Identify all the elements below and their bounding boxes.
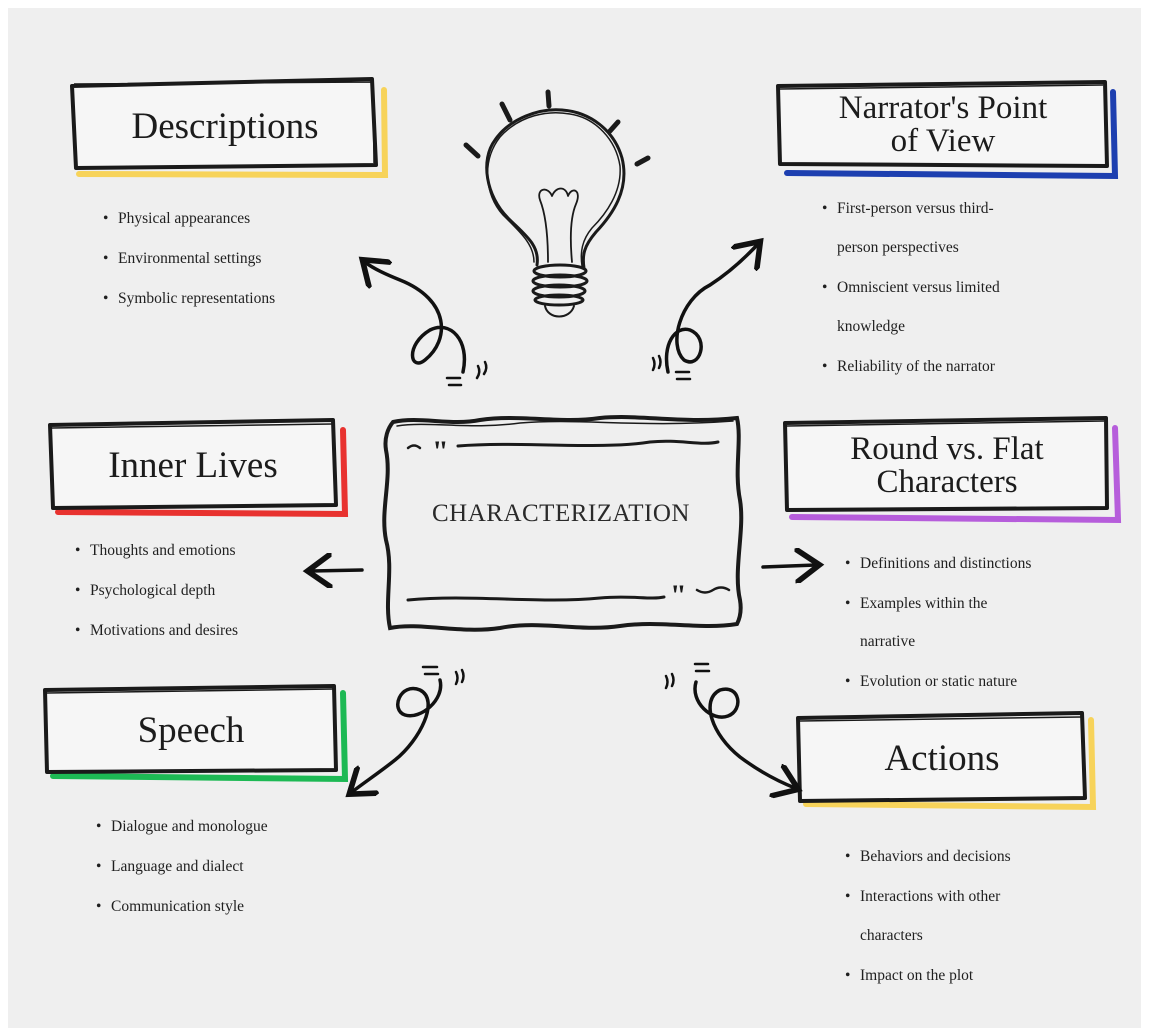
center-label: CHARACTERIZATION xyxy=(432,500,690,527)
list-item: Thoughts and emotions xyxy=(75,542,238,582)
round-flat-box xyxy=(783,416,1122,524)
list-item: Communication style xyxy=(96,898,268,938)
arrow-to-inner-lives xyxy=(311,570,364,571)
list-item: Reliability of the narrator xyxy=(822,358,1000,398)
list-item-continuation: narrative xyxy=(860,633,916,650)
narrator-title-line1: Narrator's Point xyxy=(838,90,1048,126)
actions-list: Behaviors and decisions Interactions wit… xyxy=(845,848,1011,1007)
list-item: Examples within the xyxy=(845,595,1031,633)
arrow-to-descriptions xyxy=(365,262,467,374)
round-flat-title-line1: Round vs. Flat xyxy=(850,431,1044,467)
svg-text:": " xyxy=(670,579,687,612)
narrator-list: First-person versus third- person perspe… xyxy=(822,200,1000,398)
round-flat-list: Definitions and distinctions Examples wi… xyxy=(845,555,1031,713)
motion-tick-marks xyxy=(421,354,711,690)
speech-list: Dialogue and monologue Language and dial… xyxy=(96,818,268,938)
speech-title: Speech xyxy=(137,709,245,751)
list-item: Motivations and desires xyxy=(75,622,238,662)
inner-lives-title: Inner Lives xyxy=(108,444,278,486)
arrow-to-actions xyxy=(693,680,795,788)
actions-box xyxy=(796,711,1097,811)
list-item: Evolution or static nature xyxy=(845,673,1031,713)
narrator-title: Narrator's Point of View xyxy=(780,86,1106,164)
list-item: First-person versus third- xyxy=(822,200,1000,239)
list-item: Impact on the plot xyxy=(845,967,1011,1007)
list-item-continuation: person perspectives xyxy=(837,239,959,256)
list-item: Environmental settings xyxy=(103,250,275,290)
list-item-continuation: knowledge xyxy=(837,318,906,335)
list-item: Physical appearances xyxy=(103,210,275,250)
arrow-to-round-flat xyxy=(761,565,816,567)
descriptions-box xyxy=(70,77,389,179)
actions-title: Actions xyxy=(884,737,1000,779)
descriptions-list: Physical appearances Environmental setti… xyxy=(103,210,275,330)
list-item: Behaviors and decisions xyxy=(845,848,1011,888)
list-item: Definitions and distinctions xyxy=(845,555,1031,595)
list-item: Symbolic representations xyxy=(103,290,275,330)
round-flat-title: Round vs. Flat Characters xyxy=(787,423,1107,509)
speech-box xyxy=(43,684,349,783)
lightbulb-icon xyxy=(463,89,651,318)
list-item: Omniscient versus limited xyxy=(822,279,1000,318)
list-item: Psychological depth xyxy=(75,582,238,622)
list-item: Dialogue and monologue xyxy=(96,818,268,858)
arrow-to-speech xyxy=(352,678,443,792)
list-item: Interactions with other xyxy=(845,888,1011,927)
list-item-continuation: characters xyxy=(860,927,923,944)
inner-lives-list: Thoughts and emotions Psychological dept… xyxy=(75,542,238,662)
descriptions-title: Descriptions xyxy=(131,105,319,147)
list-item: Language and dialect xyxy=(96,858,268,898)
narrator-box xyxy=(776,80,1119,180)
center-frame: " " xyxy=(382,415,744,632)
inner-lives-box xyxy=(48,418,349,518)
round-flat-title-line2: Characters xyxy=(876,464,1018,500)
svg-text:": " xyxy=(432,435,449,468)
arrow-to-narrator xyxy=(664,244,758,374)
narrator-title-line2: of View xyxy=(890,123,996,159)
